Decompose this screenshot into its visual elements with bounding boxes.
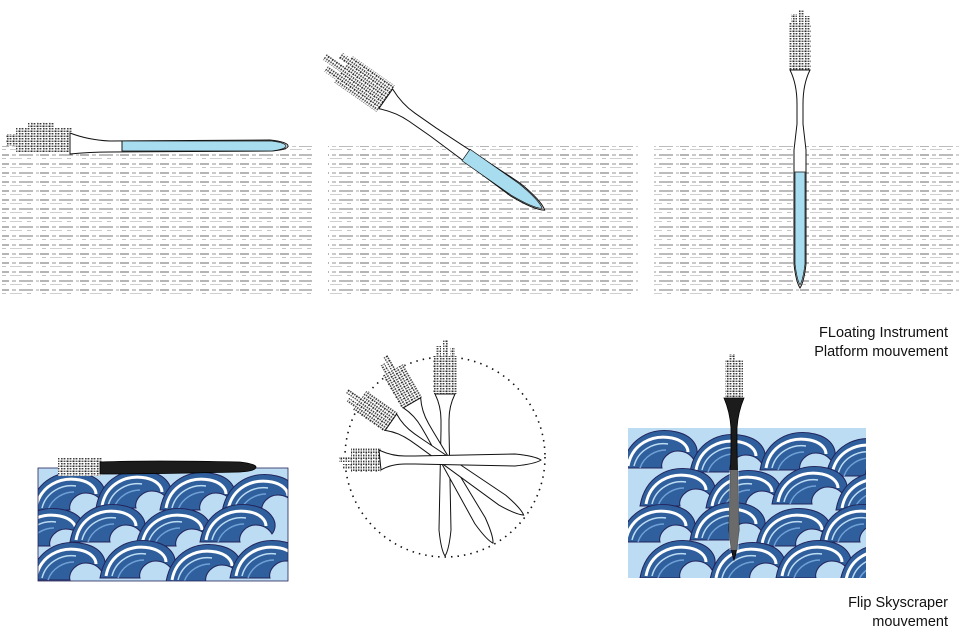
instrument-horizontal bbox=[6, 122, 289, 155]
caption-flip-line1: Flip Skyscraper bbox=[848, 595, 948, 611]
caption-floating-line2: Platform mouvement bbox=[814, 344, 948, 360]
waves-left bbox=[38, 468, 288, 581]
caption-floating-platform: FLoating Instrument Platform mouvement bbox=[814, 324, 948, 362]
waves-right bbox=[628, 428, 866, 578]
water-strip-left bbox=[2, 146, 312, 298]
rotation-sequence bbox=[339, 340, 542, 557]
caption-flip-line2: mouvement bbox=[872, 614, 948, 630]
instrument-tilting bbox=[322, 52, 546, 211]
hull-horizontal bbox=[58, 458, 257, 476]
caption-floating-line1: FLoating Instrument bbox=[819, 325, 948, 341]
instrument-vertical bbox=[789, 10, 811, 289]
hull-vertical bbox=[723, 354, 745, 562]
caption-flip-skyscraper: Flip Skyscraper mouvement bbox=[848, 594, 948, 632]
water-strip-right bbox=[654, 146, 960, 298]
rotation-circle bbox=[344, 356, 546, 558]
